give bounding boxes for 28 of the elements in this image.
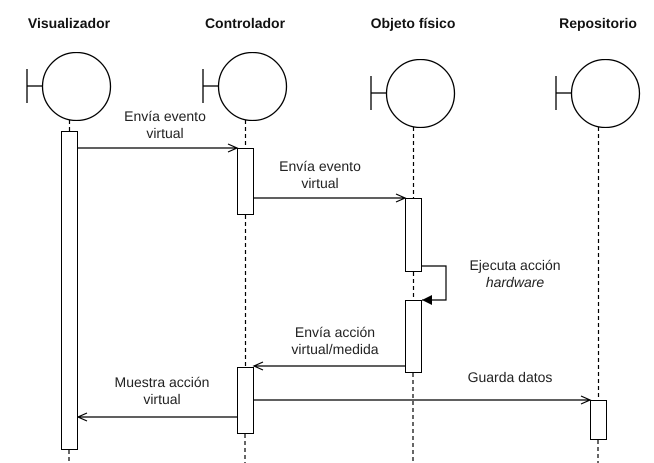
lifeline: [244, 215, 246, 367]
lifeline: [598, 127, 600, 400]
message-label: Muestra acción virtual: [114, 374, 210, 408]
activation-bar: [237, 367, 254, 434]
activation-bar: [590, 400, 607, 440]
message-arrow: [78, 143, 238, 153]
message-label: Ejecuta acción hardware: [468, 257, 562, 291]
lifeline: [244, 120, 246, 148]
participant-name: Repositorio: [559, 14, 637, 32]
participant-name: Visualizador: [28, 14, 110, 32]
message-arrow: [254, 193, 406, 203]
message-label: Envía acción virtual/medida: [290, 324, 380, 358]
lifeline: [412, 127, 414, 198]
activation-bar: [405, 198, 422, 272]
lifeline: [412, 272, 414, 300]
message-arrow: [253, 361, 405, 371]
message-arrow: [422, 265, 447, 305]
message-label: Envía evento virtual: [278, 158, 362, 192]
participant-name: Objeto físico: [370, 14, 456, 32]
activation-bar: [405, 300, 422, 373]
participant-name: Controlador: [204, 14, 286, 32]
activation-bar: [237, 148, 254, 215]
message-arrow: [254, 395, 591, 405]
message-arrow: [77, 412, 237, 422]
activation-bar: [61, 131, 78, 450]
lifeline: [68, 120, 70, 131]
message-label: Envía evento virtual: [123, 108, 207, 142]
message-label: Guarda datos: [466, 369, 554, 386]
